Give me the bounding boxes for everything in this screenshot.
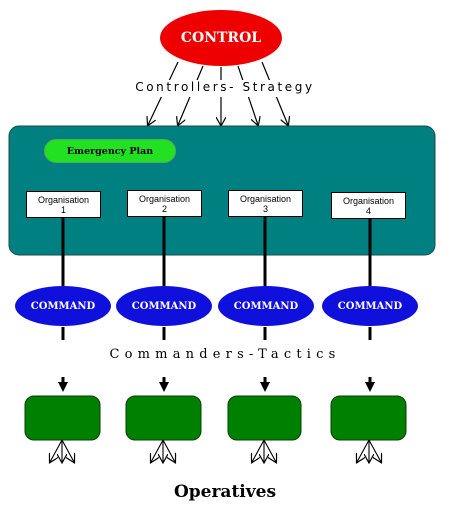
organisation-box-3: Organisation 3 — [228, 190, 303, 217]
organisation-label: Organisation — [342, 195, 395, 206]
organisation-number: 3 — [262, 203, 268, 214]
command-label-1: COMMAND — [30, 300, 96, 312]
control-label: CONTROL — [180, 30, 262, 46]
organisation-number: 4 — [365, 205, 371, 216]
fanout-arrow — [252, 439, 265, 462]
command-ellipse — [15, 286, 111, 326]
organisation-label: Organisation — [138, 193, 191, 204]
fanout-arrow — [368, 439, 381, 462]
org-command-connectors — [61, 217, 372, 286]
commanders-tactics-label: Commanders-Tactics — [109, 347, 341, 362]
organisation-number: 1 — [60, 204, 66, 215]
organisation-box-4: Organisation 4 — [331, 192, 406, 219]
fanout-arrow — [162, 439, 175, 462]
control-ellipse — [160, 10, 282, 66]
organisation-label: Organisation — [37, 194, 90, 205]
command-label-2: COMMAND — [131, 300, 197, 312]
organisation-number: 2 — [161, 203, 167, 214]
emergency-plan-label: Emergency Plan — [66, 145, 154, 157]
fanout-arrow — [50, 439, 63, 462]
command-ellipse — [116, 286, 212, 326]
operative-box — [24, 395, 101, 441]
tactics-connectors — [58, 327, 375, 392]
fanout-arrow — [357, 439, 370, 462]
controllers-strategy-label: Controllers- Strategy — [135, 80, 315, 94]
operative-box — [125, 395, 202, 441]
command-ellipse — [322, 286, 418, 326]
command-label-4: COMMAND — [337, 300, 403, 312]
fanout-arrow — [151, 439, 164, 462]
command-ellipse — [218, 286, 314, 326]
operatives-label: Operatives — [173, 482, 277, 502]
operative-box — [227, 395, 302, 441]
command-label-3: COMMAND — [233, 300, 299, 312]
strategy-label-band — [128, 80, 308, 97]
operative-box — [330, 395, 407, 441]
organisation-label: Organisation — [239, 193, 292, 204]
fanout-arrow — [263, 439, 276, 462]
operative-fanout-arrows — [50, 439, 381, 462]
emergency-plan-box: Emergency Plan — [44, 139, 176, 163]
organisation-box-1: Organisation 1 — [26, 191, 101, 218]
fanout-arrow — [61, 439, 74, 462]
organisation-box-2: Organisation 2 — [127, 190, 202, 217]
